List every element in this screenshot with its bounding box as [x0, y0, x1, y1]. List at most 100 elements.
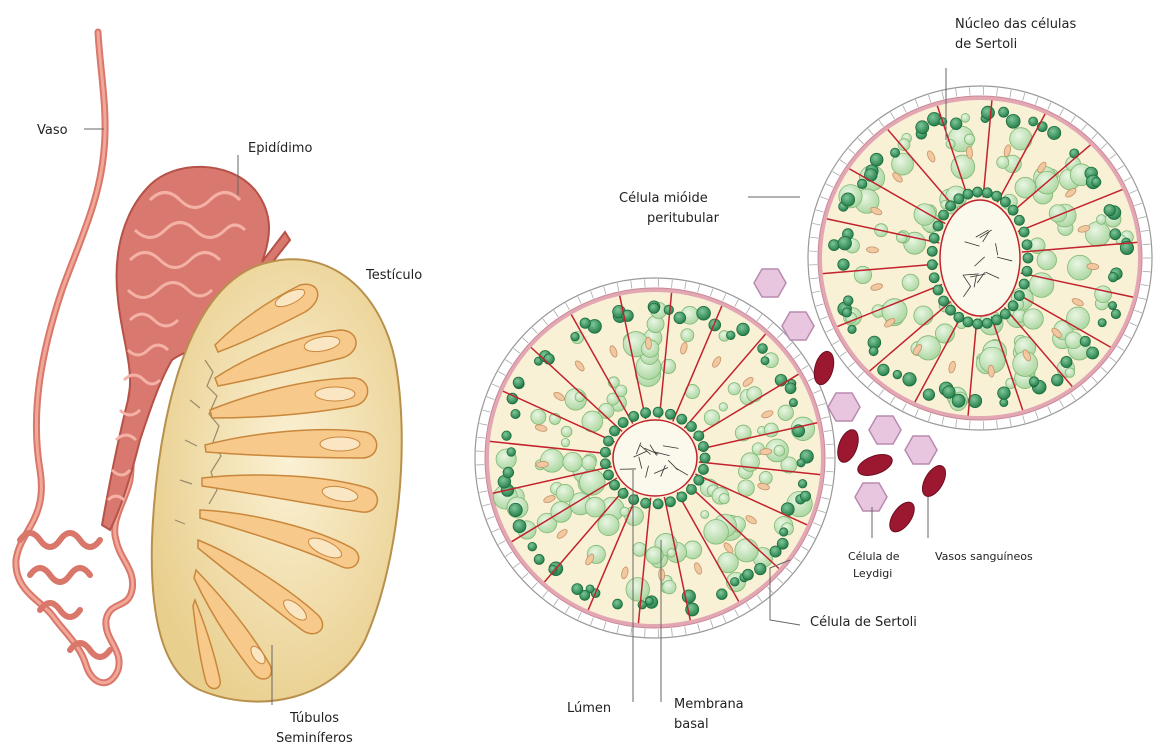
spermatogonium	[1029, 117, 1038, 126]
spermatogonium	[534, 554, 544, 564]
spermatogonium	[755, 563, 767, 575]
spermatid	[604, 470, 614, 480]
spermatid	[641, 498, 651, 508]
spermatocyte	[759, 471, 772, 484]
spermatid	[677, 414, 687, 424]
spermatid	[1019, 227, 1029, 237]
spermatogonium	[981, 106, 994, 119]
spermatogonium	[1061, 356, 1072, 367]
label-mioide-2: peritubular	[647, 211, 720, 226]
spermatogonium	[798, 479, 807, 488]
spermatid	[933, 285, 943, 295]
spermatogonium	[1092, 177, 1101, 186]
spermatocyte	[719, 403, 727, 411]
spermatid	[618, 418, 628, 428]
spermatogonium	[544, 354, 555, 365]
leydig-cell	[905, 436, 937, 464]
label-tubulos-2: Seminíferos	[276, 731, 353, 746]
spermatid	[610, 426, 620, 436]
spermatogonium	[1087, 347, 1099, 359]
spermatocyte	[563, 452, 582, 471]
spermatid	[653, 407, 663, 417]
spermatogonium	[903, 373, 916, 386]
spermatid	[927, 246, 937, 256]
spermatogonium	[743, 569, 754, 580]
red-blood-cell	[834, 427, 863, 465]
spermatid	[973, 187, 983, 197]
spermatogonium	[848, 325, 856, 333]
lumen	[940, 200, 1020, 316]
lumen	[613, 420, 697, 496]
spermatocyte	[681, 329, 694, 342]
label-mioide-1: Célula mióide	[619, 191, 708, 206]
spermatogonium	[878, 364, 889, 375]
spermatogonium	[800, 491, 810, 501]
spermatocyte	[561, 438, 569, 446]
leydig-cell	[828, 393, 860, 421]
spermatid	[604, 436, 614, 446]
spermatid	[629, 495, 639, 505]
spermatid	[929, 233, 939, 243]
spermatid	[1008, 205, 1018, 215]
spermatogonium	[770, 546, 781, 557]
spermatogonium	[870, 153, 883, 166]
spermatogonium	[1029, 377, 1038, 386]
spermatogonium	[916, 121, 929, 134]
spermatocyte	[778, 405, 793, 420]
spermatocyte	[556, 484, 574, 502]
spermatogonium	[758, 344, 768, 354]
spermatogonium	[843, 296, 853, 306]
spermatogonium	[664, 305, 673, 314]
spermatid	[982, 188, 992, 198]
spermatogonium	[999, 107, 1009, 117]
spermatid	[954, 312, 964, 322]
spermatid	[618, 488, 628, 498]
spermatogonium	[649, 303, 659, 313]
spermatocyte	[1067, 307, 1090, 330]
spermatogonium	[841, 193, 854, 206]
spermatocyte	[747, 387, 762, 402]
spermatogonium	[893, 370, 902, 379]
spermatogonium	[829, 240, 840, 251]
spermatocyte	[964, 134, 974, 144]
spermatogonium	[674, 312, 686, 324]
label-vasos: Vasos sanguíneos	[935, 550, 1033, 563]
spermatocyte	[531, 409, 546, 424]
spermatocyte	[582, 456, 596, 470]
spermatid	[933, 221, 943, 231]
label-leydig-1: Célula de	[848, 550, 900, 563]
spermatid	[641, 408, 651, 418]
label-vaso: Vaso	[37, 123, 68, 138]
sertoli-nucleus	[658, 568, 665, 580]
spermatogonium	[780, 528, 788, 536]
label-membrana-2: basal	[674, 717, 709, 732]
spermatid	[698, 464, 708, 474]
spermatogonium	[1006, 114, 1020, 128]
spermatogonium	[613, 599, 623, 609]
label-nucleo-2: de Sertoli	[955, 37, 1017, 52]
spermatogonium	[943, 386, 955, 398]
spermatogonium	[1048, 126, 1061, 139]
leydig-cell	[855, 483, 887, 511]
spermatid	[992, 315, 1002, 325]
testis-illustration	[16, 32, 402, 702]
spermatid	[1000, 197, 1010, 207]
spermatid	[694, 475, 704, 485]
spermatocyte	[997, 156, 1009, 168]
spermatid	[686, 422, 696, 432]
spermatid	[629, 411, 639, 421]
spermatogonium	[842, 308, 851, 317]
spermatogonium	[697, 306, 711, 320]
spermatid	[653, 499, 663, 509]
spermatocyte	[719, 493, 729, 503]
spermatocyte	[1023, 309, 1043, 329]
spermatocyte	[735, 539, 758, 562]
spermatid	[954, 194, 964, 204]
spermatogonium	[737, 323, 749, 335]
spermatogonium	[785, 383, 796, 394]
spermatogonium	[1110, 229, 1121, 240]
spermatogonium	[1051, 374, 1063, 386]
spermatogonium	[572, 584, 583, 595]
spermatogonium	[580, 318, 590, 328]
